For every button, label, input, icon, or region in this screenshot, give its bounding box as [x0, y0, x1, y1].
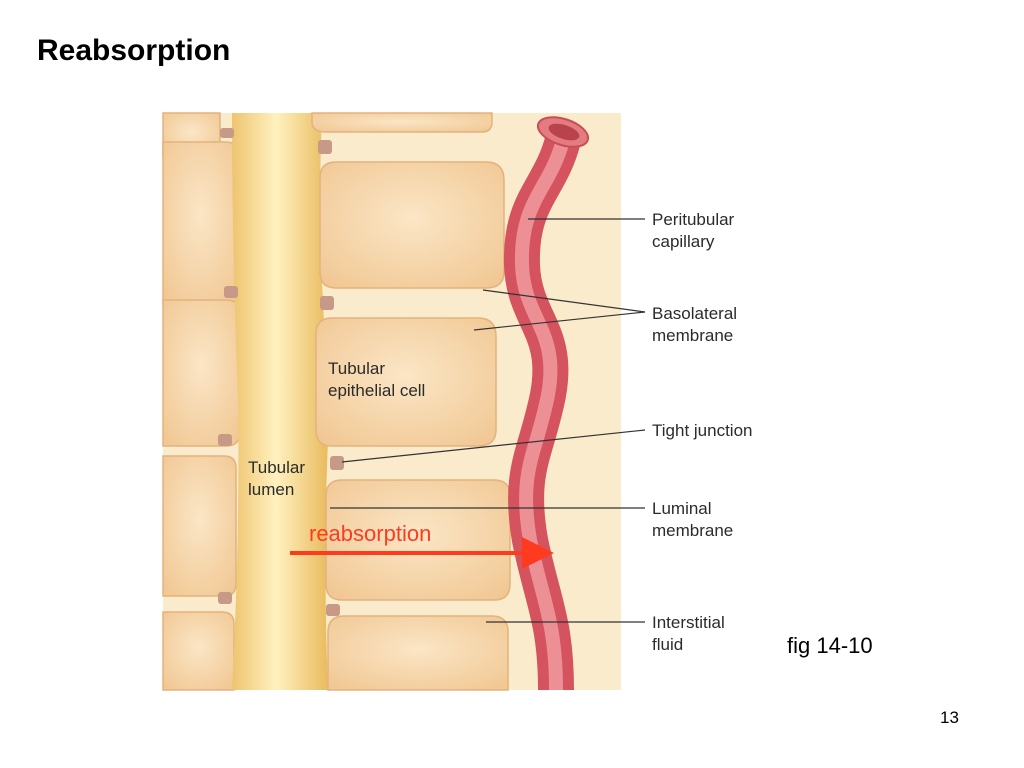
- tight-junction: [326, 604, 340, 616]
- leader-line-basolateral-lower: [473, 311, 646, 331]
- slide-title: Reabsorption: [37, 34, 231, 67]
- epithelial-cell: [327, 615, 509, 691]
- callout-luminal-membrane: Luminal membrane: [652, 498, 733, 542]
- label-line: epithelial cell: [328, 381, 426, 400]
- epithelial-cell: [325, 479, 511, 601]
- epithelial-cell: [162, 141, 239, 305]
- label-line: lumen: [248, 480, 295, 499]
- callout-interstitial-fluid: Interstitial fluid: [652, 612, 725, 656]
- callout-line: capillary: [652, 232, 715, 251]
- callout-basolateral-membrane: Basolateral membrane: [652, 303, 737, 347]
- epithelial-cell: [162, 611, 235, 691]
- tight-junctions: [218, 128, 344, 616]
- capillary-highlight: [514, 138, 570, 691]
- label-tubular-epithelial-cell: Tubular epithelial cell: [328, 358, 425, 402]
- callout-line: Basolateral: [652, 304, 738, 323]
- left-cell-column: [162, 112, 241, 691]
- epithelial-cell: [311, 112, 493, 133]
- callout-line: Interstitial: [652, 613, 725, 632]
- callout-line: Luminal: [652, 499, 712, 518]
- callout-line: fluid: [652, 635, 684, 654]
- figure-reference: fig 14-10: [787, 633, 873, 658]
- tight-junction: [320, 296, 334, 310]
- tight-junction: [218, 434, 232, 446]
- epithelial-cell: [319, 161, 505, 289]
- leader-lines: [330, 218, 646, 623]
- callout-peritubular-capillary: Peritubular capillary: [652, 209, 734, 253]
- epithelial-cell: [162, 299, 241, 447]
- callout-line: Peritubular: [652, 210, 735, 229]
- callout-line: membrane: [652, 326, 734, 345]
- page-number: 13: [940, 708, 959, 727]
- tight-junction: [224, 286, 238, 298]
- callout-line: Tight junction: [652, 421, 753, 440]
- callout-line: membrane: [652, 521, 734, 540]
- reabsorption-label: reabsorption: [309, 521, 432, 546]
- epithelial-cell: [162, 455, 237, 597]
- tight-junction: [330, 456, 344, 470]
- label-tubular-lumen: Tubular lumen: [248, 457, 305, 501]
- right-cell-column: [311, 112, 511, 691]
- label-line: Tubular: [248, 458, 306, 477]
- tight-junction: [220, 128, 234, 138]
- leader-line-basolateral-upper: [482, 289, 646, 313]
- callout-tight-junction: Tight junction: [652, 420, 752, 442]
- tight-junction: [218, 592, 232, 604]
- tubular-lumen: [232, 113, 330, 690]
- label-line: Tubular: [328, 359, 386, 378]
- epithelial-cell: [315, 317, 497, 447]
- leader-line-tight-junction: [341, 429, 646, 463]
- tight-junction: [318, 140, 332, 154]
- capillary-lumen-hole: [548, 123, 580, 141]
